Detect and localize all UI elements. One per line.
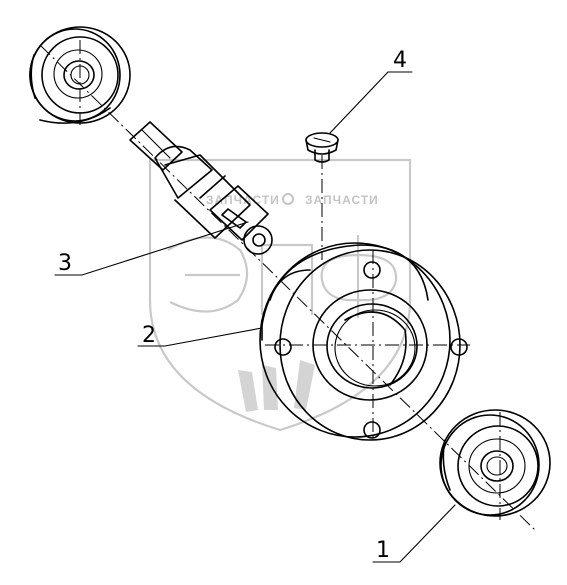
callout-2-label: 2 bbox=[142, 323, 156, 348]
callout-4: 4 bbox=[329, 48, 413, 134]
watermark: ЗАПЧАСТИ ЗАПЧАСТИ bbox=[148, 158, 412, 432]
callout-3-label: 3 bbox=[58, 251, 72, 276]
bearing-bottom-right bbox=[439, 409, 551, 517]
bolt-hole-left bbox=[274, 338, 292, 356]
bolt-hole-bottom bbox=[363, 421, 381, 439]
screw bbox=[305, 132, 339, 163]
shaft bbox=[129, 121, 273, 255]
bolt-hole-top bbox=[363, 261, 381, 279]
bearing-top-left bbox=[29, 26, 131, 124]
callout-2: 2 bbox=[137, 323, 263, 348]
callout-1-label: 1 bbox=[376, 538, 390, 563]
center-axes bbox=[39, 40, 536, 531]
watermark-gear-icon bbox=[281, 192, 295, 206]
callout-1: 1 bbox=[372, 504, 456, 563]
callout-3: 3 bbox=[54, 221, 249, 276]
flange-housing bbox=[259, 242, 468, 441]
watermark-right-text: ЗАПЧАСТИ bbox=[305, 193, 379, 207]
bolt-hole-right bbox=[450, 338, 468, 356]
callout-4-label: 4 bbox=[393, 48, 407, 73]
watermark-left-text: ЗАПЧАСТИ bbox=[206, 193, 280, 207]
wheat-ear-icon bbox=[238, 360, 315, 412]
